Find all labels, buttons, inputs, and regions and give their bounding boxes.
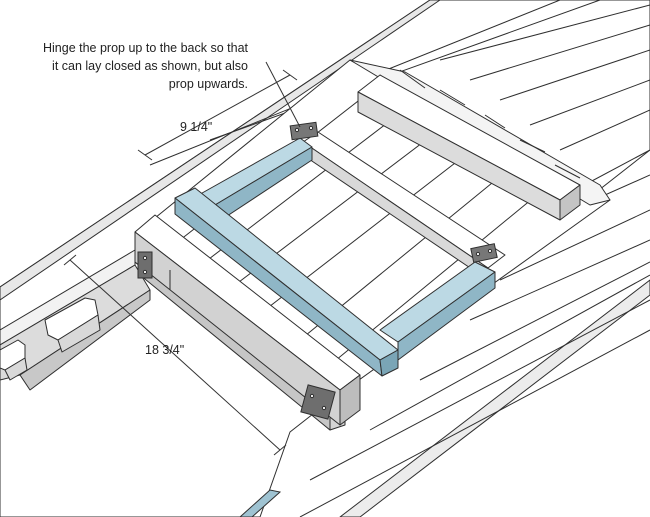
left-rail: [0, 249, 151, 391]
dimension-seat-length: [63, 254, 287, 456]
dimension-label-prop-width: 9 1/4": [180, 120, 212, 134]
seat-box: [134, 59, 611, 431]
annotation-leader: [265, 61, 301, 128]
prop-frame: [174, 137, 496, 377]
deck-front-edge: [0, 0, 441, 301]
blue-edge-strip: [239, 489, 282, 517]
hinge-top: [289, 121, 319, 141]
hinge-front-right: [300, 384, 336, 420]
deck-right-board: [339, 279, 650, 517]
hinge-front-left: [137, 251, 153, 279]
hinge-right: [470, 243, 498, 263]
dimension-label-seat-length: 18 3/4": [145, 343, 184, 357]
prop-rail-right-side: [397, 271, 496, 361]
annotation-line-1: Hinge the prop up to the back so that: [43, 41, 249, 55]
annotation-line-3: prop upwards.: [169, 77, 248, 91]
dimension-prop-width: [137, 69, 298, 161]
annotation-line-2: it can lay closed as shown, but also: [52, 59, 248, 73]
